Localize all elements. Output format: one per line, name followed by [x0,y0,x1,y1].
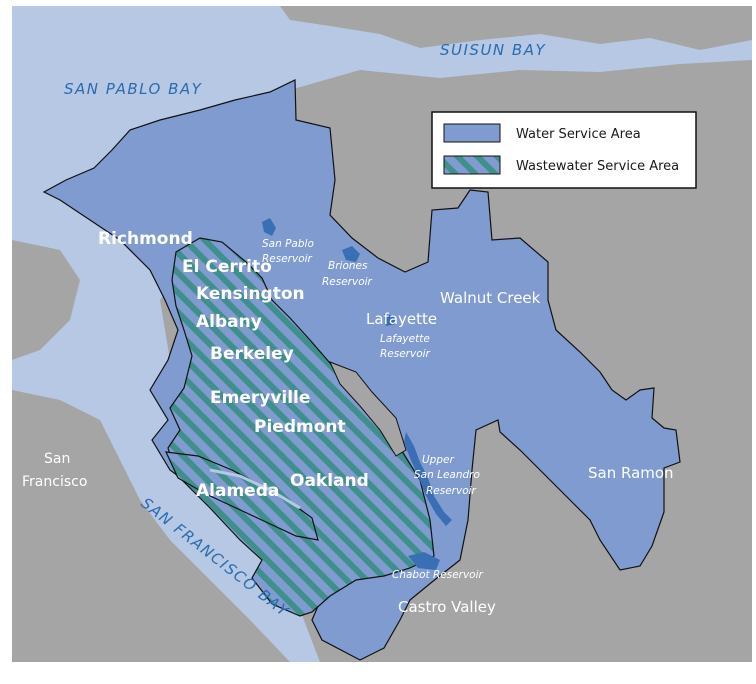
city-san-francisco-line1: San [44,451,70,467]
wastewater-service-area [167,237,435,617]
legend-wastewater-label: Wastewater Service Area [516,159,679,174]
city-richmond: Richmond [98,229,193,249]
city-emeryville: Emeryville [210,388,310,408]
alameda-island [165,451,319,541]
city-albany: Albany [196,312,262,332]
water-service-area [42,79,681,661]
chabot-reservoir-shape [408,552,440,570]
reservoir-lafayette-line2: Reservoir [380,348,431,360]
city-oakland: Oakland [290,471,369,491]
reservoir-briones-line1: Briones [328,260,368,272]
city-piedmont: Piedmont [254,417,346,437]
suisun-bay-label: SUISUN BAY [440,41,546,59]
city-berkeley: Berkeley [210,344,294,364]
legend-box [431,111,697,189]
upper-san-leandro-reservoir-shape [404,432,452,526]
city-castro-valley: Castro Valley [398,598,496,616]
lafayette-reservoir-shape [384,314,396,326]
city-lafayette: Lafayette [366,310,437,328]
reservoir-upper-san-leandro-line3: Reservoir [426,485,477,497]
reservoir-chabot: Chabot Reservoir [392,569,484,581]
estuary-channel [209,468,301,510]
legend-water-label: Water Service Area [516,127,641,142]
map-legend: Water Service Area Wastewater Service Ar… [431,111,697,189]
reservoir-san-pablo-line2: Reservoir [262,253,313,265]
san-francisco-land [12,390,290,662]
san-pablo-reservoir-shape [262,218,276,236]
legend-wastewater-swatch [443,155,501,175]
marin-land [12,240,80,360]
north-land [280,6,752,50]
city-el-cerrito: El Cerrito [182,257,272,277]
reservoir-upper-san-leandro-line1: Upper [422,454,454,466]
city-kensington: Kensington [196,284,305,304]
reservoir-san-pablo-line1: San Pablo [262,238,314,250]
city-walnut-creek: Walnut Creek [440,289,541,307]
reservoir-briones-line2: Reservoir [322,276,373,288]
reservoir-lafayette-line1: Lafayette [380,333,430,345]
city-alameda: Alameda [196,481,279,501]
reservoir-upper-san-leandro-line2: San Leandro [414,469,480,481]
san-pablo-bay-label: SAN PABLO BAY [64,80,203,98]
legend-water-swatch [443,123,501,143]
hills-strip [329,361,407,457]
briones-reservoir-shape [342,246,360,262]
city-san-ramon: San Ramon [588,464,674,482]
city-san-francisco-line2: Francisco [22,474,87,490]
